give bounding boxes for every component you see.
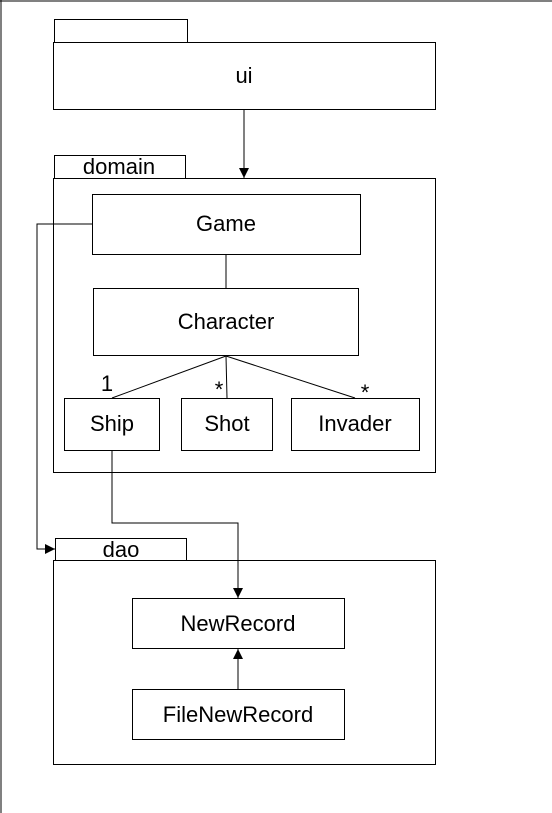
class-game: [92, 194, 361, 255]
class-ship: [64, 398, 160, 451]
class-shot-name: Shot: [204, 411, 249, 436]
package-domain-name: domain: [83, 154, 155, 179]
multiplicity-invader: *: [361, 380, 370, 405]
class-character-name: Character: [178, 309, 275, 334]
package-domain: domain Game Character 1 * * Ship Shot In…: [53, 154, 436, 473]
class-shot: [181, 398, 273, 451]
class-file-new-record: [132, 689, 345, 740]
character-invader-link: [225, 355, 356, 399]
package-ui-tab: [54, 19, 188, 43]
class-file-new-record-name: FileNewRecord: [163, 702, 313, 727]
class-new-record: [132, 598, 345, 649]
character-shot-link: [225, 355, 228, 399]
character-ship-link: [111, 355, 227, 399]
package-dao-name: dao: [103, 537, 140, 562]
class-ship-name: Ship: [90, 411, 134, 436]
arrow-ship-to-new-record: [111, 451, 243, 598]
package-dao: dao NewRecord FileNewRecord: [53, 537, 436, 765]
class-character: [93, 288, 359, 356]
class-invader-name: Invader: [318, 411, 391, 436]
package-ui: ui: [53, 19, 436, 110]
arrow-game-to-dao: [36, 223, 92, 554]
class-new-record-name: NewRecord: [181, 611, 296, 636]
class-invader: [291, 398, 420, 451]
class-game-name: Game: [196, 211, 256, 236]
package-ui-name: ui: [235, 63, 252, 88]
package-ui-body: [53, 42, 436, 110]
multiplicity-ship: 1: [101, 371, 113, 396]
multiplicity-shot: *: [215, 377, 224, 402]
